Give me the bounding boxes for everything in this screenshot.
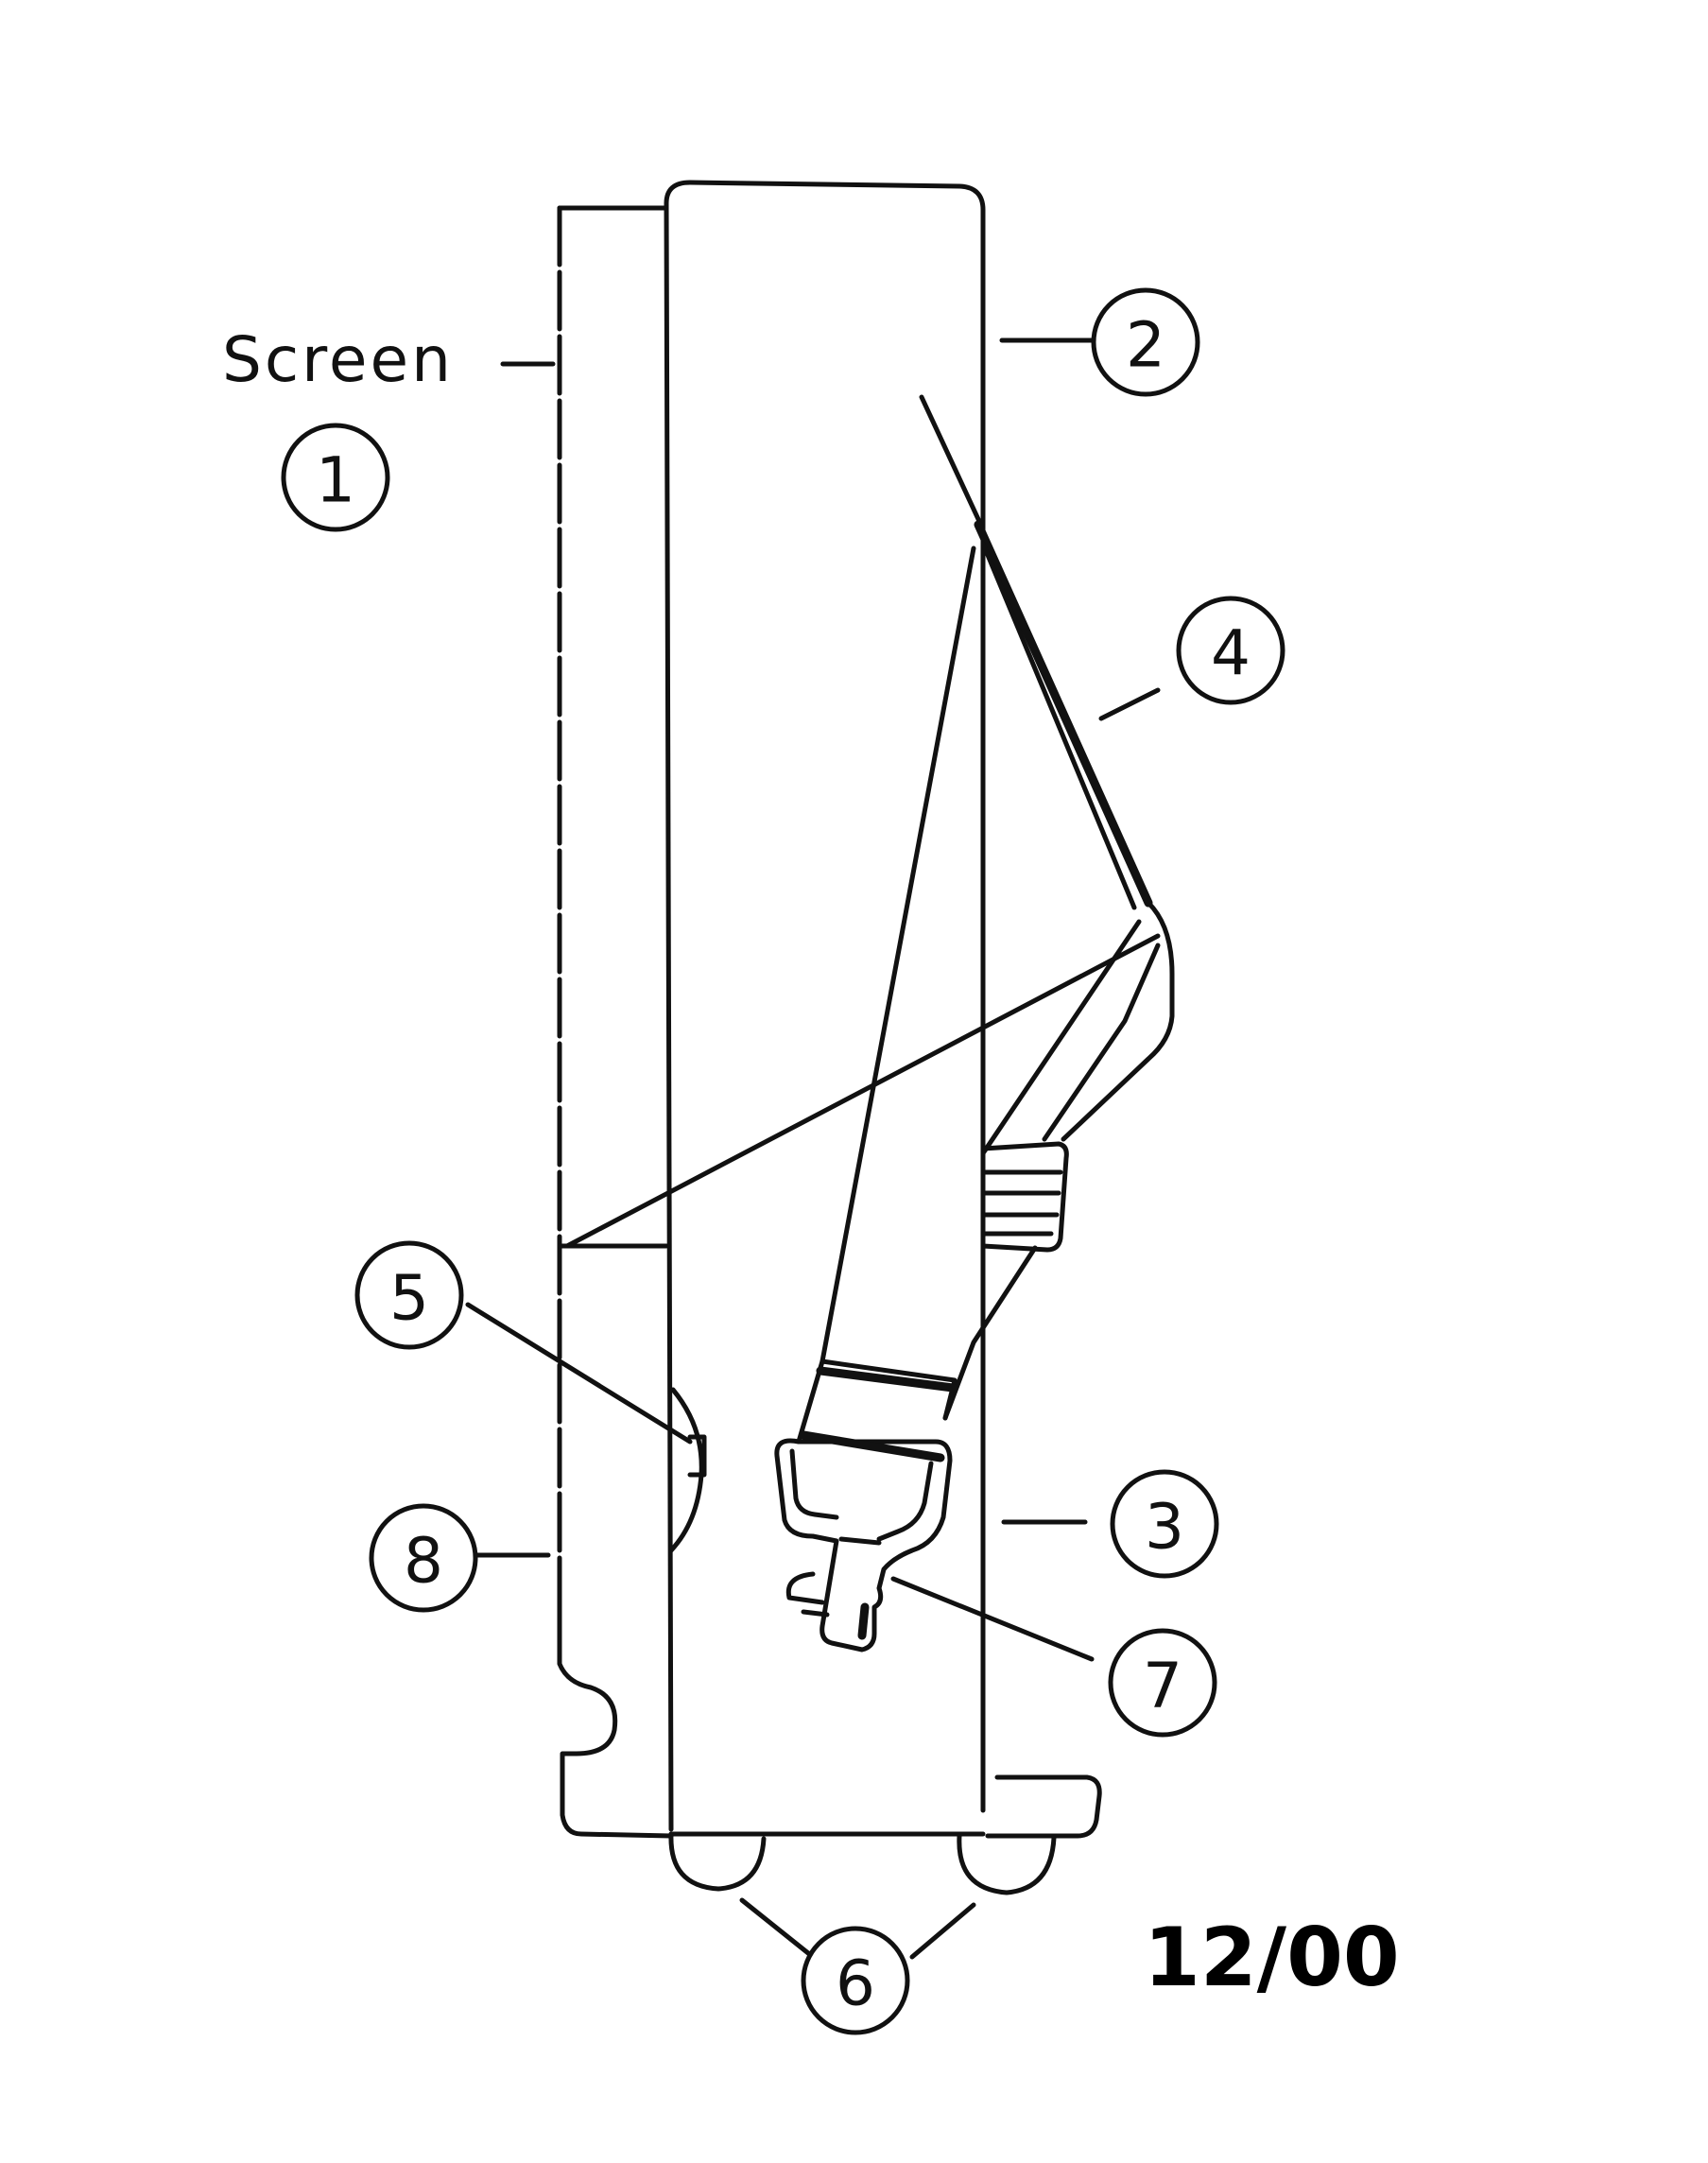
svg-text:2: 2: [1126, 309, 1165, 382]
callout-4: 4: [1176, 596, 1285, 705]
callout-5: 5: [354, 1240, 464, 1350]
leader-6a: [739, 1897, 816, 1960]
seat-base: [668, 1774, 1102, 1895]
buckle: [774, 1358, 958, 1653]
leader-lines: [465, 337, 1161, 1960]
callout-7: 7: [1108, 1628, 1217, 1738]
lap-belt: [564, 933, 1161, 1249]
retractor: [942, 1141, 1069, 1421]
svg-text:5: 5: [389, 1262, 429, 1335]
callout-2: 2: [1091, 287, 1200, 397]
svg-text:8: 8: [404, 1525, 443, 1598]
callout-1: 1: [281, 423, 390, 532]
leader-6b: [909, 1902, 976, 1960]
callout-6: 6: [801, 1926, 910, 2035]
anchor-left: [668, 1831, 767, 1892]
callout-8: 8: [369, 1503, 478, 1613]
callout-3: 3: [1110, 1469, 1219, 1579]
screen-panel: [557, 205, 674, 1839]
screen-label: Screen: [222, 323, 454, 396]
seat-back: [664, 180, 986, 1832]
svg-text:4: 4: [1211, 617, 1251, 690]
belt-guide: [919, 394, 1175, 1142]
date-label: 12/00: [1144, 1911, 1400, 2005]
svg-text:1: 1: [316, 444, 355, 517]
svg-text:7: 7: [1143, 1650, 1182, 1722]
leader-4: [1098, 687, 1161, 721]
svg-text:3: 3: [1145, 1491, 1184, 1564]
leader-5: [465, 1302, 693, 1445]
leader-7: [890, 1576, 1095, 1662]
anchor-right: [957, 1833, 1057, 1895]
svg-text:6: 6: [836, 1947, 875, 2020]
latch: [668, 1387, 707, 1553]
